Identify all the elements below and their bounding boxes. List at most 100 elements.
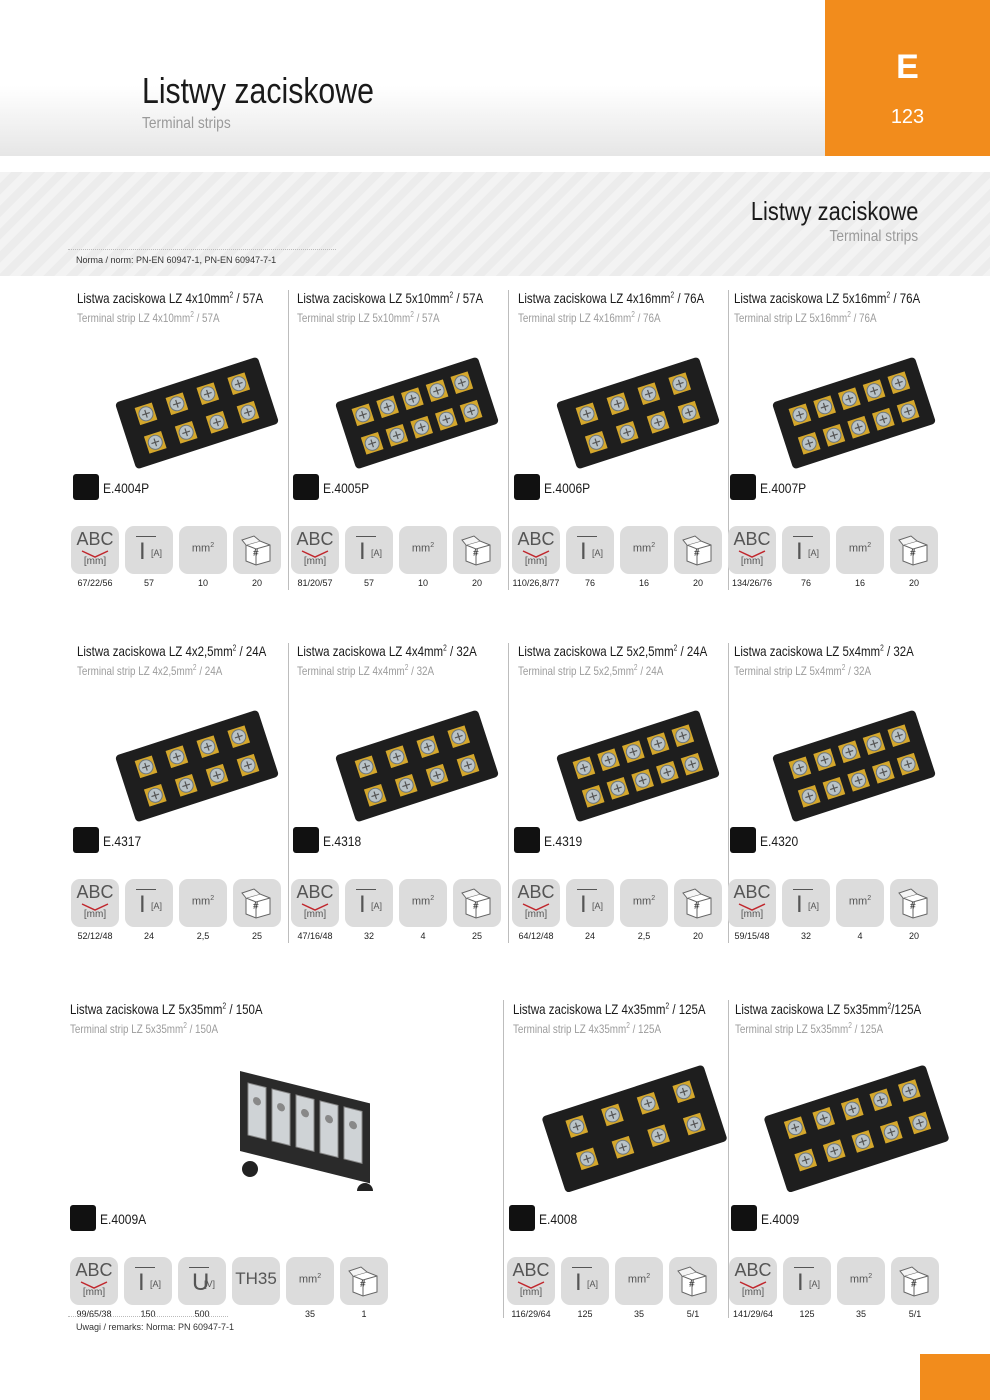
product-subtitle: Terminal strip LZ 4x4mm2 / 32A bbox=[297, 663, 435, 678]
page-number: 123 bbox=[890, 106, 925, 128]
product-card: Listwa zaciskowa LZ 5x35mm2/125A Terminal… bbox=[729, 1001, 950, 1321]
dimensions-value: 99/65/38 bbox=[76, 1309, 112, 1319]
color-swatch bbox=[73, 474, 99, 500]
dimensions-icon: ABC[mm]52/12/48 bbox=[71, 879, 119, 941]
product-title: Listwa zaciskowa LZ 5x35mm2 / 150A bbox=[70, 1001, 263, 1017]
product-card: Listwa zaciskowa LZ 4x4mm2 / 32A Terminal… bbox=[291, 643, 512, 963]
voltage-icon: U[V]500 bbox=[178, 1257, 226, 1319]
product-subtitle: Terminal strip LZ 4x2,5mm2 / 24A bbox=[77, 663, 223, 678]
product-subtitle: Terminal strip LZ 4x35mm2 / 125A bbox=[513, 1021, 662, 1036]
dimensions-value: 134/26/76 bbox=[731, 578, 773, 588]
color-swatch bbox=[514, 827, 540, 853]
product-photo bbox=[312, 338, 522, 488]
current-icon: I[A]76 bbox=[566, 526, 614, 588]
current-value: 125 bbox=[799, 1309, 815, 1319]
product-title: Listwa zaciskowa LZ 5x10mm2 / 57A bbox=[297, 290, 484, 306]
color-swatch bbox=[730, 827, 756, 853]
product-subtitle: Terminal strip LZ 5x4mm2 / 32A bbox=[734, 663, 872, 678]
cross-section-value: 35 bbox=[633, 1309, 644, 1319]
product-photo bbox=[533, 338, 743, 488]
product-photo bbox=[200, 1041, 410, 1199]
product-subtitle: Terminal strip LZ 5x16mm2 / 76A bbox=[734, 310, 877, 325]
dimensions-icon: ABC[mm]116/29/64 bbox=[507, 1257, 555, 1319]
package-icon: #20 bbox=[674, 879, 722, 941]
package-icon: #20 bbox=[233, 526, 281, 588]
page-subtitle: Terminal strips bbox=[142, 115, 231, 132]
dimensions-value: 47/16/48 bbox=[297, 931, 333, 941]
current-value: 57 bbox=[143, 578, 154, 588]
product-title: Listwa zaciskowa LZ 4x4mm2 / 32A bbox=[297, 643, 477, 659]
current-icon: I[A]125 bbox=[561, 1257, 609, 1319]
section-band bbox=[0, 172, 990, 276]
product-code: E.4318 bbox=[323, 833, 362, 849]
section-letter: E bbox=[896, 48, 919, 86]
package-icon: #1 bbox=[340, 1257, 388, 1319]
package-value: 20 bbox=[692, 931, 703, 941]
product-code: E.4319 bbox=[544, 833, 583, 849]
color-swatch bbox=[293, 827, 319, 853]
cross-section-value: 16 bbox=[854, 578, 865, 588]
remarks-text: Uwagi / remarks: Norma: PN 60947-7-1 bbox=[76, 1322, 235, 1332]
package-icon: #5/1 bbox=[891, 1257, 939, 1319]
dimensions-value: 67/22/56 bbox=[77, 578, 113, 588]
cross-section-value: 2,5 bbox=[637, 931, 651, 941]
product-code: E.4009 bbox=[761, 1211, 800, 1227]
product-photo bbox=[749, 691, 959, 841]
voltage-value: 500 bbox=[194, 1309, 210, 1319]
product-code: E.4320 bbox=[760, 833, 799, 849]
package-icon: #20 bbox=[453, 526, 501, 588]
product-subtitle: Terminal strip LZ 5x35mm2 / 125A bbox=[735, 1021, 884, 1036]
package-icon: #5/1 bbox=[669, 1257, 717, 1319]
package-value: 20 bbox=[908, 931, 919, 941]
product-title: Listwa zaciskowa LZ 5x35mm2/125A bbox=[735, 1001, 922, 1017]
section-subtitle: Terminal strips bbox=[829, 228, 918, 245]
dimensions-value: 141/29/64 bbox=[732, 1309, 774, 1319]
current-value: 76 bbox=[584, 578, 595, 588]
column-divider bbox=[503, 1000, 504, 1318]
column-divider bbox=[728, 1000, 729, 1318]
current-icon: I[A]24 bbox=[125, 879, 173, 941]
color-swatch bbox=[514, 474, 540, 500]
product-photo bbox=[312, 691, 522, 841]
column-divider bbox=[288, 643, 289, 943]
dimensions-icon: ABC[mm]81/20/57 bbox=[291, 526, 339, 588]
product-code: E.4008 bbox=[539, 1211, 578, 1227]
package-value: 1 bbox=[361, 1309, 367, 1319]
cross-section-value: 2,5 bbox=[196, 931, 210, 941]
dimensions-value: 52/12/48 bbox=[77, 931, 113, 941]
column-divider bbox=[288, 290, 289, 590]
cross-section-value: 10 bbox=[197, 578, 208, 588]
product-code: E.4004P bbox=[103, 480, 150, 496]
product-title: Listwa zaciskowa LZ 4x16mm2 / 76A bbox=[518, 290, 705, 306]
dimensions-icon: ABC[mm]64/12/48 bbox=[512, 879, 560, 941]
product-title: Listwa zaciskowa LZ 4x10mm2 / 57A bbox=[77, 290, 264, 306]
product-subtitle: Terminal strip LZ 5x35mm2 / 150A bbox=[70, 1021, 219, 1036]
package-icon: #25 bbox=[453, 879, 501, 941]
package-value: 20 bbox=[471, 578, 482, 588]
product-subtitle: Terminal strip LZ 5x2,5mm2 / 24A bbox=[518, 663, 664, 678]
column-divider bbox=[728, 643, 729, 943]
rail-icon: TH35 bbox=[232, 1257, 280, 1305]
color-swatch bbox=[70, 1205, 96, 1231]
column-divider bbox=[508, 290, 509, 590]
product-photo bbox=[92, 691, 302, 841]
dimensions-value: 81/20/57 bbox=[297, 578, 333, 588]
current-icon: I[A]57 bbox=[125, 526, 173, 588]
